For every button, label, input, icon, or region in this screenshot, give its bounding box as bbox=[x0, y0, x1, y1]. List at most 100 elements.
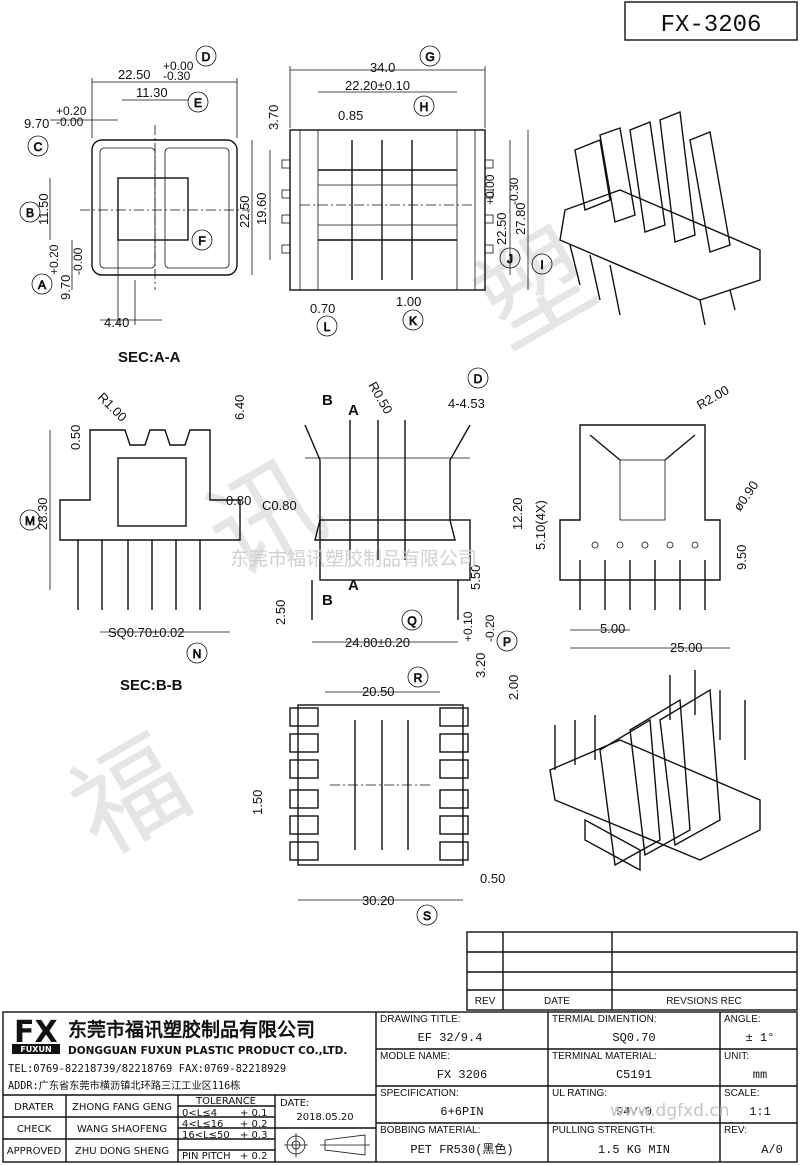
svg-text:1.50: 1.50 bbox=[250, 790, 265, 815]
svg-text:2018.05.20: 2018.05.20 bbox=[296, 1112, 353, 1123]
svg-text:ANGLE:: ANGLE: bbox=[724, 1014, 761, 1025]
svg-text:DATE:: DATE: bbox=[280, 1098, 309, 1109]
svg-text:30.20: 30.20 bbox=[362, 893, 395, 908]
svg-text:22.20±0.10: 22.20±0.10 bbox=[345, 78, 410, 93]
svg-text:REV:: REV: bbox=[724, 1125, 747, 1136]
svg-text:+0.20: +0.20 bbox=[56, 104, 87, 118]
svg-text:24.80±0.20: 24.80±0.20 bbox=[345, 635, 410, 650]
watermark-url: www.dgfxd.cn bbox=[610, 1101, 730, 1121]
svg-text:A/0: A/0 bbox=[761, 1143, 783, 1157]
svg-text:3.20: 3.20 bbox=[473, 653, 488, 678]
balloons: D E C B F A G H J I L K M D N Q P R S bbox=[19, 45, 553, 926]
svg-text:D: D bbox=[202, 50, 211, 64]
svg-text:+ 0.1: + 0.1 bbox=[240, 1108, 267, 1119]
svg-text:REVSIONS REC: REVSIONS REC bbox=[666, 996, 742, 1007]
svg-text:S: S bbox=[423, 909, 431, 923]
svg-text:0.50: 0.50 bbox=[68, 425, 83, 450]
svg-text:L: L bbox=[324, 320, 331, 334]
company-tel: TEL:0769-82218739/82218769 FAX:0769-8221… bbox=[8, 1063, 286, 1075]
svg-text:PET FR530(黑色): PET FR530(黑色) bbox=[410, 1142, 513, 1157]
svg-text:A: A bbox=[348, 577, 359, 594]
svg-text:G: G bbox=[425, 50, 434, 64]
svg-text:P: P bbox=[503, 635, 511, 649]
svg-text:SQ0.70±0.02: SQ0.70±0.02 bbox=[108, 625, 185, 640]
svg-text:TERMIAL DIMENTION:: TERMIAL DIMENTION: bbox=[552, 1014, 657, 1025]
view-section-aa: 22.50 +0.00 -0.30 11.30 9.70 +0.20 -0.00… bbox=[24, 59, 253, 366]
dim-22-50-top: 22.50 bbox=[118, 67, 151, 82]
svg-text:R2.00: R2.00 bbox=[694, 382, 732, 412]
svg-text:6+6PIN: 6+6PIN bbox=[440, 1105, 483, 1119]
company-name-en: DONGGUAN FUXUN PLASTIC PRODUCT CO.,LTD. bbox=[68, 1045, 347, 1057]
svg-text:TERMINAL MATERIAL:: TERMINAL MATERIAL: bbox=[552, 1051, 657, 1062]
svg-text:0.70: 0.70 bbox=[310, 301, 335, 316]
svg-text:F: F bbox=[198, 234, 205, 248]
company-logo: FX FUXUN bbox=[12, 1015, 60, 1054]
svg-text:0<L≤4: 0<L≤4 bbox=[182, 1108, 217, 1119]
revision-table bbox=[466, 931, 798, 1011]
title-block-frame bbox=[2, 1011, 798, 1163]
svg-text:+0.10: +0.10 bbox=[461, 611, 475, 642]
watermark-char-3: 塑 bbox=[456, 206, 615, 372]
svg-text:28.30: 28.30 bbox=[35, 497, 50, 530]
svg-text:PIN PITCH: PIN PITCH bbox=[182, 1151, 231, 1162]
svg-text:27.80: 27.80 bbox=[513, 202, 528, 235]
svg-text:0.80: 0.80 bbox=[226, 493, 251, 508]
svg-text:mm: mm bbox=[753, 1068, 767, 1082]
svg-text:+ 0.2: + 0.2 bbox=[240, 1151, 267, 1162]
svg-text:BOBBING MATERIAL:: BOBBING MATERIAL: bbox=[380, 1125, 480, 1136]
svg-text:+0.20: +0.20 bbox=[47, 244, 61, 275]
svg-text:11.30: 11.30 bbox=[136, 85, 168, 100]
svg-text:34.0: 34.0 bbox=[370, 60, 395, 75]
svg-text:3.70: 3.70 bbox=[266, 105, 281, 130]
svg-text:APPROVED: APPROVED bbox=[7, 1146, 62, 1157]
svg-text:25.00: 25.00 bbox=[670, 640, 703, 655]
svg-text:SQ0.70: SQ0.70 bbox=[612, 1031, 655, 1045]
svg-text:D: D bbox=[474, 372, 483, 386]
part-number-box: FX-3206 bbox=[624, 1, 798, 41]
svg-text:4<L≤16: 4<L≤16 bbox=[182, 1119, 223, 1130]
svg-text:+ 0.2: + 0.2 bbox=[240, 1119, 267, 1130]
svg-text:2.00: 2.00 bbox=[506, 675, 521, 700]
svg-text:-0.30: -0.30 bbox=[163, 69, 191, 83]
svg-text:-0.30: -0.30 bbox=[507, 177, 521, 205]
watermark-char-1: 福 bbox=[50, 714, 209, 880]
svg-text:ø0.90: ø0.90 bbox=[730, 478, 761, 514]
svg-text:B: B bbox=[322, 592, 333, 609]
svg-text:A: A bbox=[348, 402, 359, 419]
svg-text:6.40: 6.40 bbox=[232, 395, 247, 420]
projection-symbol-icon bbox=[284, 1133, 370, 1157]
svg-text:C: C bbox=[34, 140, 43, 154]
svg-text:0.85: 0.85 bbox=[338, 108, 363, 123]
svg-text:4.40: 4.40 bbox=[104, 315, 129, 330]
view-iso-top bbox=[559, 111, 761, 326]
svg-text:R1.00: R1.00 bbox=[95, 390, 130, 425]
svg-text:1:1: 1:1 bbox=[749, 1105, 771, 1119]
svg-text:FX 3206: FX 3206 bbox=[437, 1068, 487, 1082]
svg-text:DATE: DATE bbox=[544, 996, 570, 1007]
svg-text:5.50: 5.50 bbox=[468, 565, 483, 590]
svg-text:5.10(4X): 5.10(4X) bbox=[533, 500, 548, 550]
svg-text:E: E bbox=[194, 96, 202, 110]
svg-text:EF 32/9.4: EF 32/9.4 bbox=[418, 1031, 483, 1045]
svg-text:SCALE:: SCALE: bbox=[724, 1088, 760, 1099]
svg-text:-0.00: -0.00 bbox=[71, 247, 85, 275]
svg-text:22.50: 22.50 bbox=[237, 195, 252, 228]
svg-text:9.70: 9.70 bbox=[58, 275, 73, 300]
svg-text:12.20: 12.20 bbox=[510, 497, 525, 530]
view-front: 34.0 22.20±0.10 3.70 0.85 19.60 22.50 +0… bbox=[254, 60, 529, 316]
view-end: R2.00 12.20 5.10(4X) ø0.90 9.50 5.00 25.… bbox=[510, 382, 762, 655]
svg-text:WANG SHAOFENG: WANG SHAOFENG bbox=[77, 1124, 167, 1135]
svg-text:REV: REV bbox=[475, 996, 496, 1007]
label-sec-bb: SEC:B-B bbox=[120, 677, 183, 694]
svg-text:9.70: 9.70 bbox=[24, 116, 49, 131]
svg-text:+0.00: +0.00 bbox=[483, 174, 497, 205]
svg-text:A: A bbox=[38, 278, 46, 292]
svg-text:2.50: 2.50 bbox=[273, 600, 288, 625]
company-addr: ADDR:广东省东莞市横沥镇北环路三江工业区116栋 bbox=[8, 1079, 240, 1092]
svg-text:1.5 KG MIN: 1.5 KG MIN bbox=[598, 1143, 670, 1157]
svg-text:ZHU DONG SHENG: ZHU DONG SHENG bbox=[75, 1146, 169, 1157]
svg-text:+0.00: +0.00 bbox=[163, 59, 194, 73]
svg-text:I: I bbox=[540, 258, 543, 272]
svg-text:MODLE NAME:: MODLE NAME: bbox=[380, 1051, 450, 1062]
